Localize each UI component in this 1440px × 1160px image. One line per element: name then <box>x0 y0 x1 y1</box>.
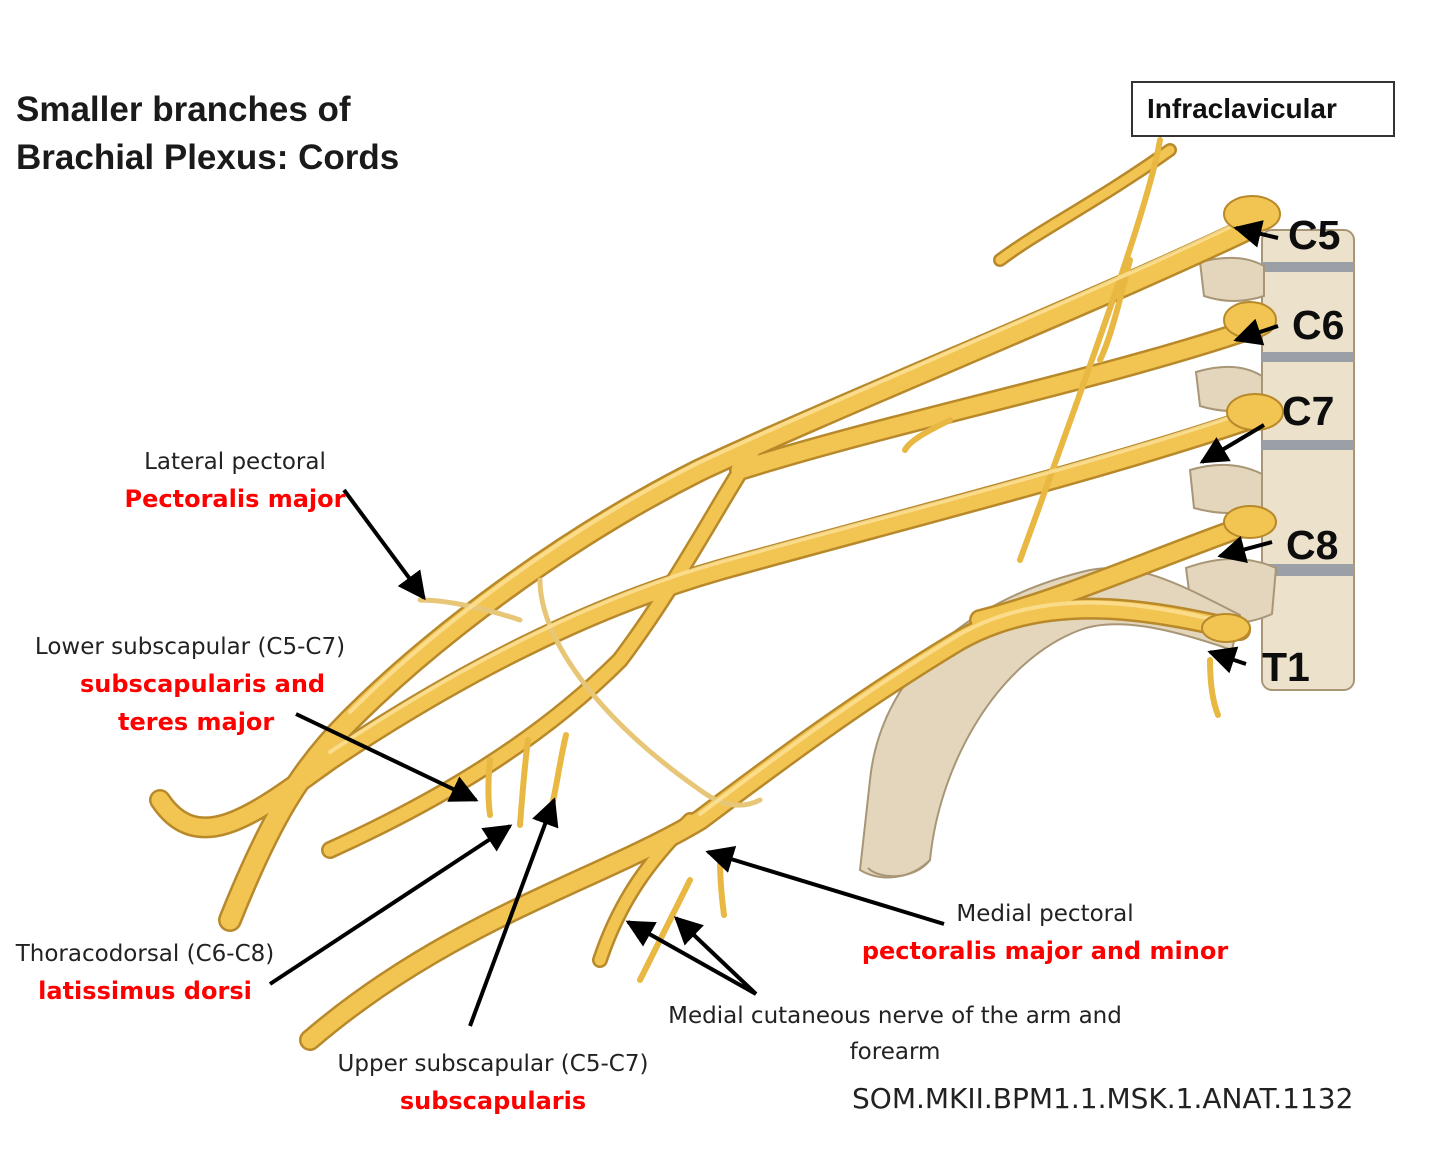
root-label-t1: T1 <box>1262 644 1310 690</box>
muscle-teres-major: teres major <box>118 708 275 736</box>
arrow-medial-pectoral <box>705 845 945 926</box>
nerve-name-lateral-pectoral: Lateral pectoral <box>144 449 326 475</box>
infraclavicular-box: Infraclavicular <box>1131 81 1395 137</box>
nerve-name-lower-subscapular: Lower subscapular (C5-C7) <box>34 634 346 660</box>
label-thoracodorsal: Thoracodorsal (C6-C8) latissimus dorsi <box>0 936 290 1010</box>
label-lower-subscapular: Lower subscapular (C5-C7) subscapularis … <box>10 629 370 741</box>
label-lateral-pectoral: Lateral pectoral Pectoralis major <box>120 444 350 518</box>
slide-code: SOM.MKII.BPM1.1.MSK.1.ANAT.1132 <box>852 1082 1354 1115</box>
arrow-c5 <box>1233 220 1279 248</box>
root-label-c7: C7 <box>1282 388 1335 434</box>
rib-cut-edge <box>867 859 931 878</box>
root-label-c5: C5 <box>1288 212 1341 258</box>
arrow-upper-subscapular <box>468 797 559 1027</box>
label-medial-pectoral: Medial pectoral pectoralis major and min… <box>860 896 1230 970</box>
arrow-thoracodorsal <box>268 824 513 986</box>
title-line-1: Smaller branches of <box>16 90 351 129</box>
nerve-name-thoracodorsal: Thoracodorsal (C6-C8) <box>15 941 275 967</box>
nerve-name-medial-cutaneous-line1: Medial cutaneous nerve of the arm and <box>668 1003 1122 1029</box>
title-line-2: Brachial Plexus: Cords <box>16 138 400 177</box>
arrow-medial-cutaneous-2 <box>673 916 758 996</box>
arrow-c8 <box>1217 535 1273 563</box>
nerve-bundle <box>149 137 1284 1051</box>
diagram-title: Smaller branches of Brachial Plexus: Cor… <box>16 86 399 182</box>
leader-arrows <box>268 220 1279 1027</box>
label-medial-cutaneous: Medial cutaneous nerve of the arm and fo… <box>630 998 1160 1070</box>
arrow-lateral-pectoral <box>342 488 426 601</box>
nerve-name-upper-subscapular: Upper subscapular (C5-C7) <box>337 1051 649 1077</box>
root-label-c6: C6 <box>1292 302 1345 348</box>
arrow-c7 <box>1199 423 1266 464</box>
arrow-medial-cutaneous-1 <box>625 920 757 996</box>
muscle-pectoralis-major-and-minor: pectoralis major and minor <box>861 937 1229 965</box>
muscle-subscapularis: subscapularis <box>399 1087 587 1115</box>
muscle-subscapularis-and: subscapularis and <box>80 670 326 698</box>
arrow-lower-subscapular <box>295 712 479 802</box>
root-label-c8: C8 <box>1286 522 1339 568</box>
arrow-t1 <box>1207 646 1247 674</box>
muscle-latissimus-dorsi: latissimus dorsi <box>38 977 252 1005</box>
label-upper-subscapular: Upper subscapular (C5-C7) subscapularis <box>318 1046 668 1120</box>
nerve-name-medial-cutaneous-line2: forearm <box>849 1039 941 1065</box>
muscle-pectoralis-major: Pectoralis major <box>124 485 346 513</box>
nerve-name-medial-pectoral: Medial pectoral <box>956 901 1134 927</box>
arrow-c6 <box>1233 318 1279 346</box>
